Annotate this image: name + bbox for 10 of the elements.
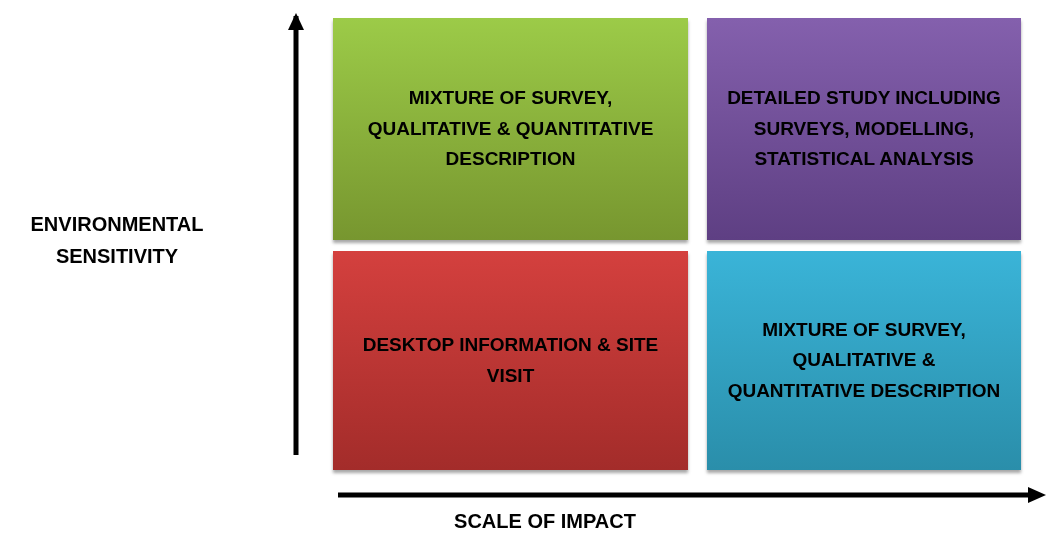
quadrant-text: MIXTURE OF SURVEY, QUALITATIVE & QUANTITATIVE DESCRIPTION bbox=[366, 86, 655, 172]
quadrant-box bbox=[707, 251, 1021, 470]
quadrant-text: DETAILED STUDY INCLUDING SURVEYS, MODELLING, STATISTICAL ANALYSIS bbox=[726, 86, 1002, 172]
quadrant-box bbox=[707, 18, 1021, 240]
axis-title: ENVIRONMENTAL SENSITIVITY bbox=[29, 212, 205, 269]
axis-title: SCALE OF IMPACT bbox=[453, 509, 637, 534]
quadrant-box bbox=[333, 18, 688, 240]
quadrant-box bbox=[333, 251, 688, 470]
quadrant-text: MIXTURE OF SURVEY, QUALITATIVE & QUANTITATIVE DESCRIPTION bbox=[726, 317, 1002, 403]
quadrant-text: DESKTOP INFORMATION & SITE VISIT bbox=[361, 333, 660, 388]
